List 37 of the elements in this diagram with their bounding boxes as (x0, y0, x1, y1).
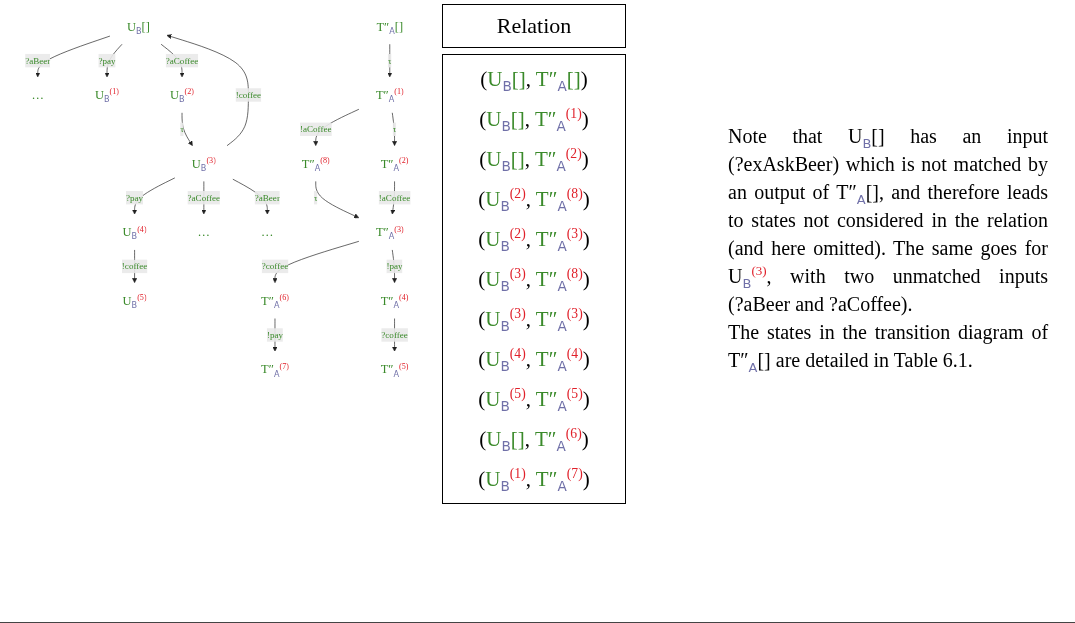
edge-label: !aCoffee (299, 124, 332, 134)
edge-label: !pay (266, 329, 284, 340)
relation-pair: (U$_{B}$[], T″$_{A}$$^{(6)}$) (478, 425, 590, 457)
relation-pair: (U$_{B}$$^{(2)}$, T″$_{A}$$^{(3)}$) (477, 225, 591, 257)
node-text: U$_{B}$[] (126, 19, 150, 36)
relation-pair: (U$_{B}$$^{(3)}$, T″$_{A}$$^{(3)}$) (477, 305, 591, 337)
note-paragraph: Note that U$_{B}$[] has an input (?exAskBeer) which is not matched by an output of T″$_{A}$[], and therefore leads to states not considered in the relation (and here omitted). The same goes for U$_{B}$$^{(3)}$, with two unmatched inputs (?aBeer and ?aCoffee). (728, 124, 1048, 318)
edge-label: τ (313, 192, 318, 203)
edge-label: ?aBeer (25, 55, 51, 66)
relation-pair: (U$_{B}$$^{(1)}$, T″$_{A}$$^{(7)}$) (477, 465, 591, 497)
node-text: … (261, 225, 274, 240)
relation-pair: (U$_{B}$$^{(2)}$, T″$_{A}$$^{(8)}$) (477, 185, 591, 217)
edge-label: ?pay (98, 55, 116, 66)
note-paragraph: The states in the transition diagram of T″$_{A}$[] are detailed in Table 6.1. (728, 320, 1048, 374)
node-text: … (197, 225, 211, 240)
edge-label: τ (392, 124, 397, 134)
edge-label: !pay (386, 261, 403, 271)
relation-pair: (U$_{B}$$^{(5)}$, T″$_{A}$$^{(5)}$) (477, 385, 591, 417)
edge-label: ?aCoffee (187, 192, 221, 203)
relation-pair: (U$_{B}$[], T″$_{A}$$^{(1)}$) (478, 105, 590, 137)
edge-label: τ (180, 124, 184, 134)
relation-pair: (U$_{B}$$^{(4)}$, T″$_{A}$$^{(4)}$) (477, 345, 591, 377)
edge-label: ?aCoffee (165, 55, 199, 66)
edge-label: !aCoffee (378, 192, 411, 203)
relation-pair: (U$_{B}$[], T″$_{A}$[]) (479, 66, 589, 97)
edge-label: !coffee (121, 261, 148, 271)
edge-label: τ (387, 55, 392, 66)
edge-label: ?coffee (261, 261, 289, 271)
relation-pair: (U$_{B}$$^{(3)}$, T″$_{A}$$^{(8)}$) (477, 265, 591, 297)
edge-label: ?pay (126, 192, 144, 203)
edge-label: ?aBeer (254, 192, 280, 203)
edge-label: ?coffee (381, 329, 408, 340)
node-text: … (31, 87, 44, 103)
relation-pair: (U$_{B}$[], T″$_{A}$$^{(2)}$) (478, 145, 590, 177)
node-text: T″$_{A}$[] (376, 19, 404, 36)
table-header: Relation (442, 4, 626, 48)
edge-label: !coffee (235, 89, 262, 100)
